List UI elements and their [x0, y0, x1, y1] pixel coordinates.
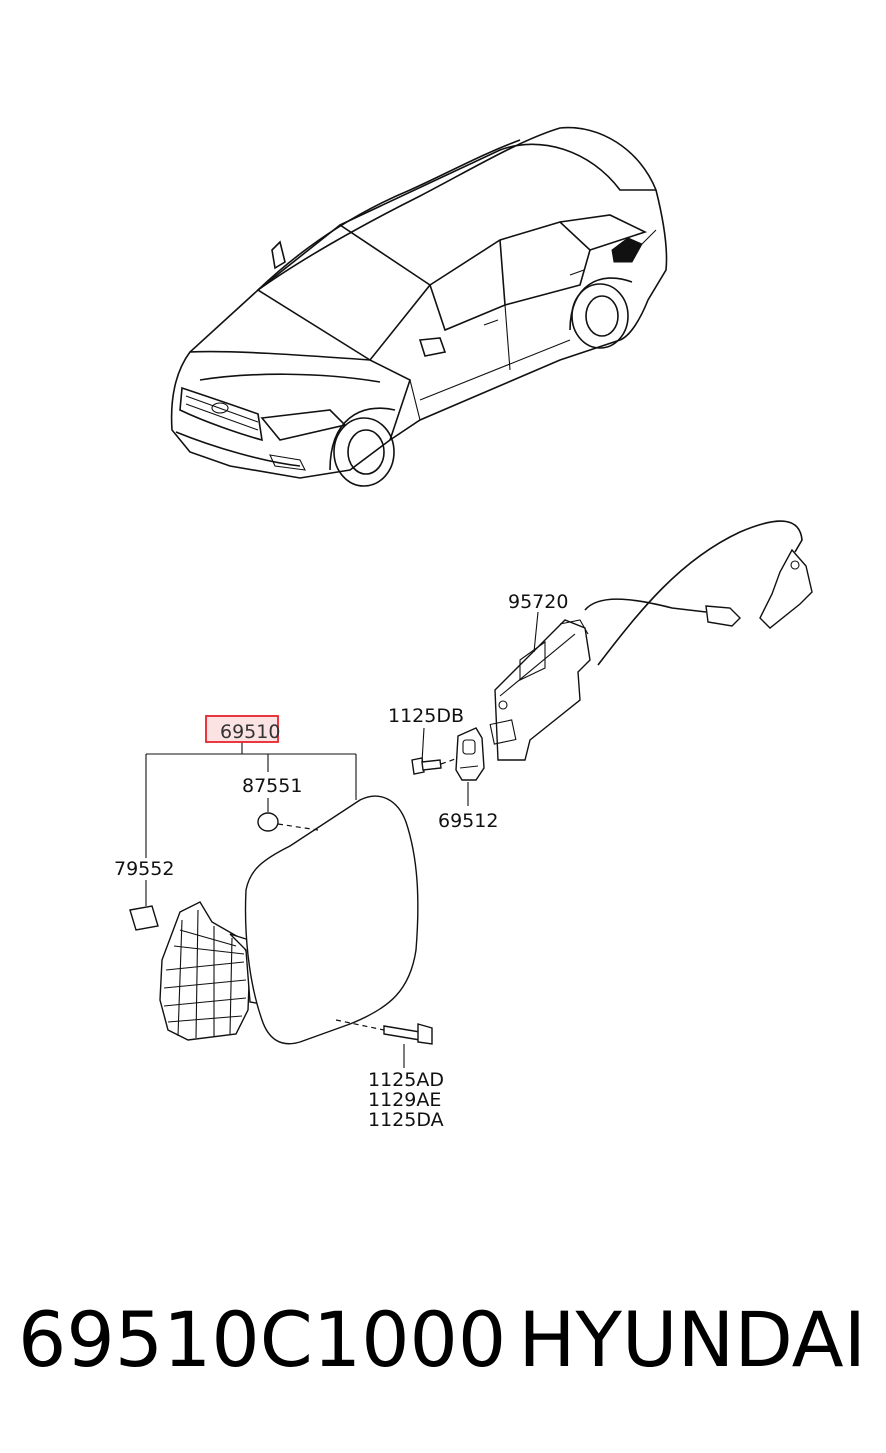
callout-1129AE: 1129AE: [368, 1089, 441, 1111]
car-illustration: [170, 126, 668, 487]
callout-1125DB: 1125DB: [388, 705, 464, 727]
release-bracket: [759, 548, 813, 629]
brand-name: HYUNDAI: [518, 1295, 866, 1384]
callout-1125DA: 1125DA: [368, 1109, 444, 1131]
callout-1125AD: 1125AD: [368, 1069, 444, 1091]
clip-79552: [129, 905, 159, 931]
bolt-1125DB: [411, 757, 459, 775]
callout-79552: 79552: [114, 858, 174, 880]
part-number: 69510C1000: [18, 1295, 507, 1384]
cable-connector: [705, 605, 741, 627]
callout-69510-highlight: [205, 715, 279, 743]
callout-87551: 87551: [242, 775, 302, 797]
fuel-door-lid: [244, 795, 419, 1045]
callout-labels: 95720 1125DB 69510 87551 69512 79552 112…: [114, 591, 568, 1131]
callout-95720: 95720: [508, 591, 568, 613]
leader-lines: [145, 611, 539, 1068]
rubber-bumper-87551: [257, 812, 279, 832]
footer-caption: 69510C1000 HYUNDAI: [0, 1290, 886, 1410]
parts-diagram: 95720 1125DB 69510 87551 69512 79552 112…: [114, 126, 813, 1131]
callout-69512: 69512: [438, 810, 498, 832]
latch-plate-69512: [455, 727, 485, 781]
fuel-door-panel: [129, 795, 433, 1045]
fuel-door-actuator-assembly: [489, 520, 813, 761]
callout-69510: 69510: [220, 721, 280, 743]
actuator-body: [494, 619, 591, 761]
